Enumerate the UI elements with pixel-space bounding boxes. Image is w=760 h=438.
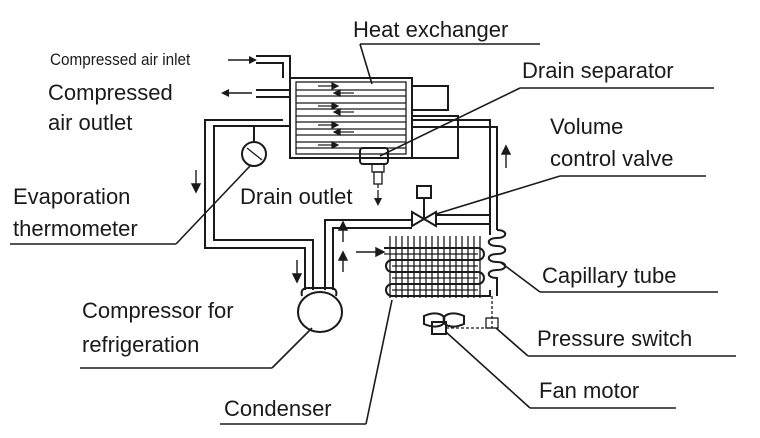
label-compressed-air-outlet-1: Compressed <box>48 80 173 105</box>
volume-control-valve <box>411 185 437 228</box>
pressure-switch <box>485 296 499 329</box>
fan-motor <box>423 312 493 335</box>
label-volume-control-valve-2: control valve <box>550 146 674 171</box>
inlet-arrow <box>228 56 257 64</box>
label-pressure-switch: Pressure switch <box>537 326 693 351</box>
label-fan-motor: Fan motor <box>539 378 640 403</box>
evaporation-thermometer <box>241 126 267 167</box>
label-compressor-1: Compressor for <box>82 298 234 323</box>
flow-arrows <box>190 144 512 284</box>
heat-exchanger <box>256 55 459 159</box>
drain-separator <box>359 147 389 206</box>
label-evaporation-thermometer-2: thermometer <box>13 216 138 241</box>
label-drain-separator: Drain separator <box>522 58 674 83</box>
capillary-tube <box>487 229 507 296</box>
label-compressor-2: refrigeration <box>82 332 200 357</box>
label-drain-outlet: Drain outlet <box>240 184 353 209</box>
condenser <box>384 236 491 298</box>
leader-lines <box>10 43 736 425</box>
label-capillary-tube: Capillary tube <box>542 263 677 288</box>
label-volume-control-valve-1: Volume <box>550 114 624 139</box>
label-condenser: Condenser <box>224 396 332 421</box>
outlet-arrow <box>221 89 252 97</box>
label-compressed-air-outlet-2: air outlet <box>48 110 133 135</box>
label-evaporation-thermometer-1: Evaporation <box>13 184 131 209</box>
compressor <box>297 287 343 333</box>
label-compressed-air-inlet: Compressed air inlet <box>50 50 191 69</box>
label-heat-exchanger: Heat exchanger <box>353 17 509 42</box>
